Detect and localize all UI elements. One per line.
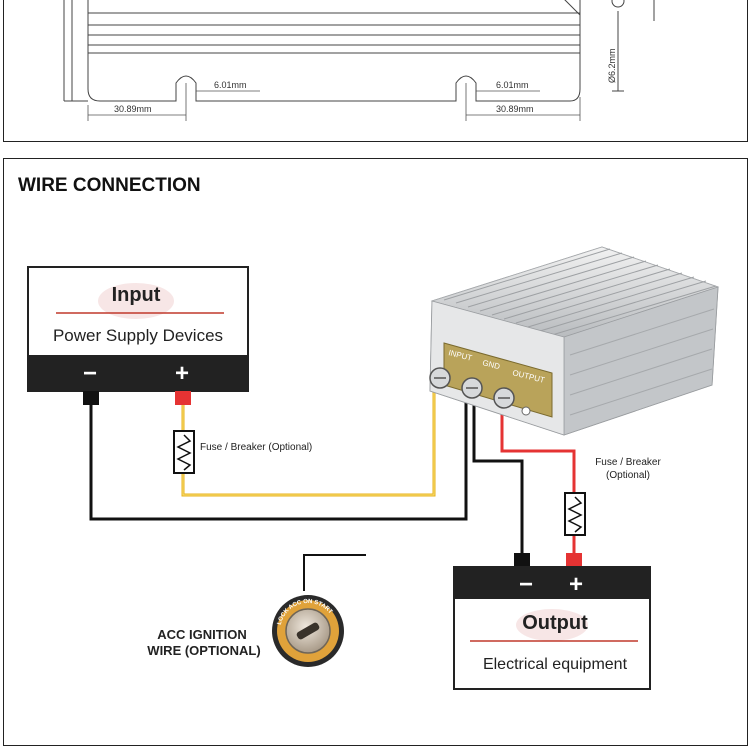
hole-diameter-label: Ø6.2mm xyxy=(607,48,617,83)
input-terminal-bar xyxy=(28,355,248,391)
wire-connection-panel: WIRE CONNECTION Input Power Supply Devic… xyxy=(3,158,748,746)
watermark-logo xyxy=(98,283,174,319)
output-minus-label: − xyxy=(519,571,533,598)
output-terminal-bar xyxy=(454,567,650,599)
dimension-drawing-panel: 6.01mm 6.01mm 30.89mm 30.89mm Ø6.2mm xyxy=(3,0,748,142)
output-box: − + Output Electrical equipment xyxy=(453,553,651,690)
slot-offset-right-label: 30.89mm xyxy=(496,104,534,114)
heatsink-fins xyxy=(443,248,717,336)
input-box: Input Power Supply Devices − + xyxy=(27,266,249,405)
slot-width-left-label: 6.01mm xyxy=(214,80,247,90)
input-positive-terminal xyxy=(175,391,191,405)
input-plus-label: + xyxy=(175,360,189,387)
input-negative-terminal xyxy=(83,391,99,405)
output-positive-terminal xyxy=(566,553,582,567)
input-ground-wire xyxy=(89,395,468,521)
acc-label-line2: WIRE (OPTIONAL) xyxy=(147,643,260,658)
left-fuse xyxy=(173,430,195,474)
wiring-diagram: WIRE CONNECTION Input Power Supply Devic… xyxy=(18,175,720,690)
output-watermark-logo xyxy=(516,609,588,641)
left-fuse-label: Fuse / Breaker (Optional) xyxy=(200,442,312,453)
acc-label-line1: ACC IGNITION xyxy=(157,627,247,642)
right-fuse-label-line2: (Optional) xyxy=(606,470,650,481)
ignition-switch-icon: LOCK ACC ON START xyxy=(272,595,344,667)
dimension-lines xyxy=(87,83,581,121)
ground-symbol-icon xyxy=(521,406,531,416)
housing-outline xyxy=(63,0,655,102)
input-title: Input xyxy=(112,284,161,306)
section-title: WIRE CONNECTION xyxy=(18,175,201,196)
dc-converter-unit: INPUT GND OUTPUT xyxy=(429,246,720,436)
output-plus-label: + xyxy=(569,571,583,598)
right-fuse-label-line1: Fuse / Breaker xyxy=(595,457,661,468)
slot-offset-left-label: 30.89mm xyxy=(114,104,152,114)
slot-width-right-label: 6.01mm xyxy=(496,80,529,90)
terminal-label-gnd: GND xyxy=(482,358,502,371)
output-subtitle: Electrical equipment xyxy=(483,656,628,673)
input-subtitle: Power Supply Devices xyxy=(53,326,223,345)
right-fuse xyxy=(564,492,586,536)
key-slot xyxy=(296,622,320,640)
output-negative-terminal xyxy=(514,553,530,567)
output-title: Output xyxy=(522,612,588,634)
input-minus-label: − xyxy=(83,360,97,387)
acc-wire xyxy=(303,554,366,591)
dimension-drawing: 6.01mm 6.01mm 30.89mm 30.89mm Ø6.2mm xyxy=(63,0,655,121)
output-ground-wire xyxy=(472,395,524,553)
